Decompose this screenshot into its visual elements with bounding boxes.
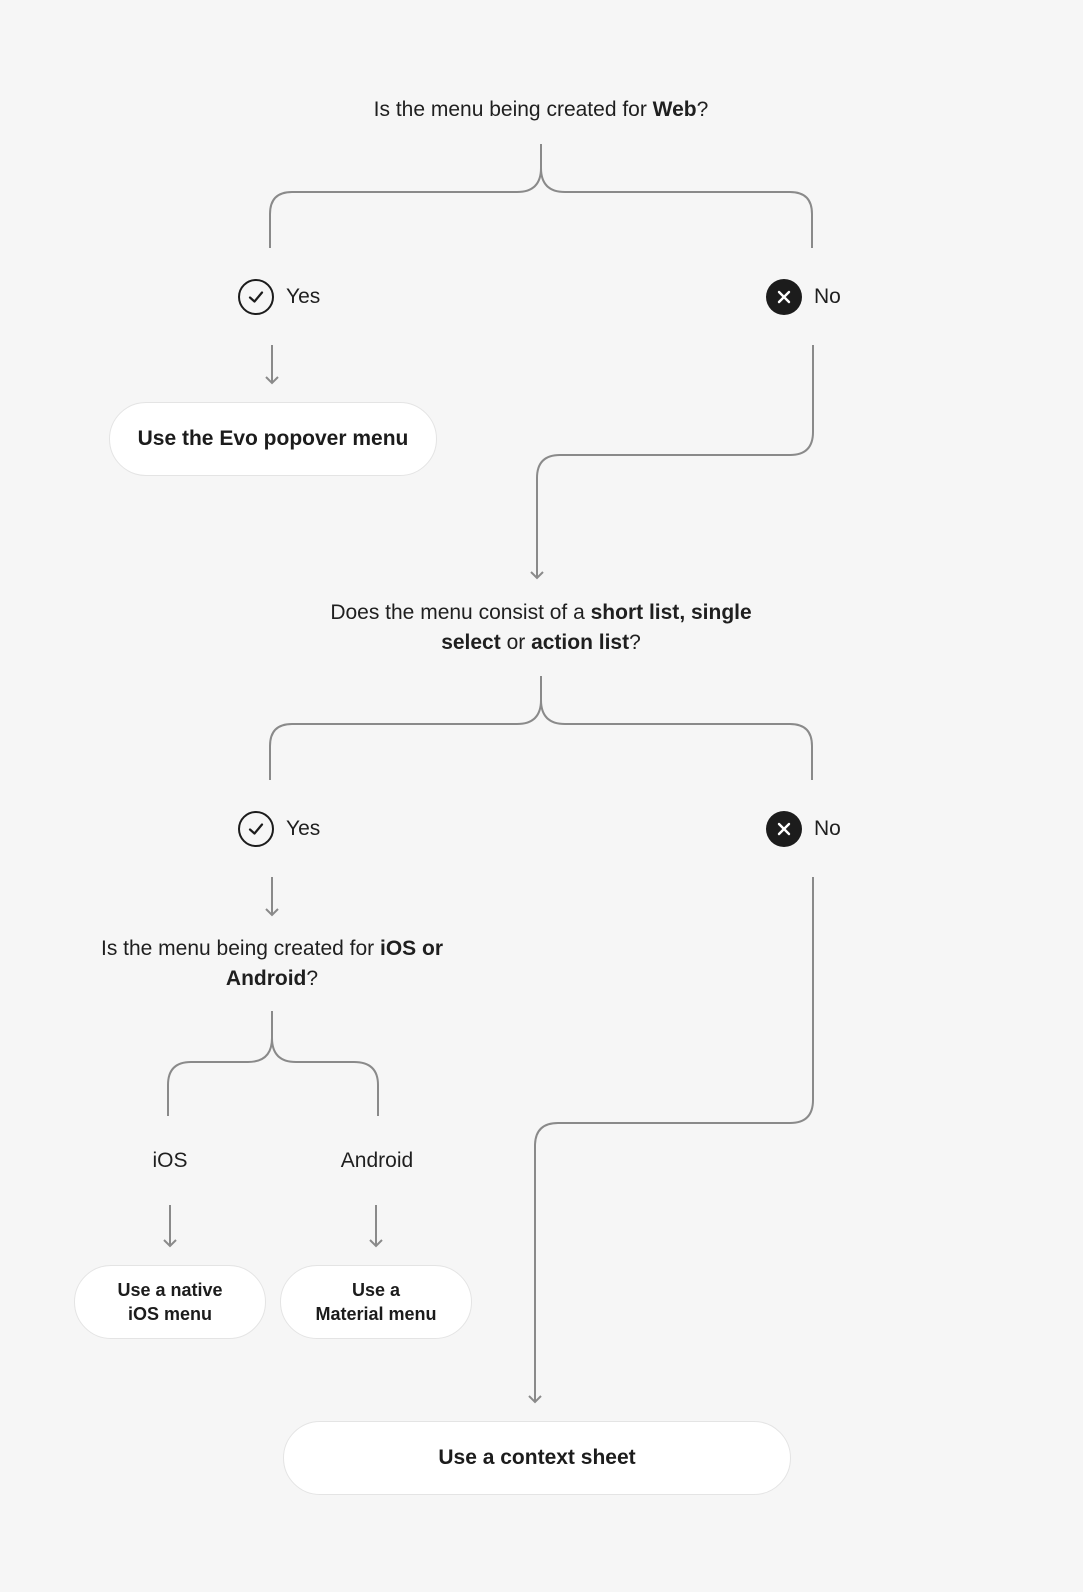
- question-list-mark: ?: [629, 631, 641, 654]
- x-circle-icon: [766, 279, 802, 315]
- outcome-evo-popover-menu: Use the Evo popover menu: [109, 402, 437, 476]
- question-list-text: Does the menu consist of a: [330, 601, 591, 624]
- question-web-mark: ?: [696, 98, 709, 121]
- question-list-bold-1: short list: [590, 601, 680, 624]
- answer-no-label: No: [814, 817, 841, 840]
- answer-no-list: No: [766, 811, 841, 847]
- question-web-bold: Web: [652, 98, 697, 121]
- x-circle-icon: [766, 811, 802, 847]
- platform-android-label: Android: [340, 1149, 414, 1172]
- question-list-bold-2: single select: [441, 601, 752, 654]
- question-list-sep: ,: [679, 601, 691, 624]
- platform-ios-label: iOS: [152, 1149, 188, 1172]
- check-circle-icon: [238, 811, 274, 847]
- question-list-type: Does the menu consist of a short list, s…: [311, 598, 771, 658]
- check-circle-icon: [238, 279, 274, 315]
- outcome-material-menu: Use a Material menu: [280, 1265, 472, 1339]
- question-platform-mark: ?: [306, 967, 319, 990]
- question-web: Is the menu being created for Web?: [291, 95, 791, 125]
- question-platform-text: Is the menu being created for: [100, 937, 380, 960]
- answer-no-label: No: [814, 285, 841, 308]
- answer-yes-label: Yes: [286, 285, 321, 308]
- outcome-native-ios-menu: Use a native iOS menu: [74, 1265, 266, 1339]
- answer-yes-list: Yes: [238, 811, 320, 847]
- question-list-bold-3: action list: [531, 631, 630, 654]
- answer-no-web: No: [766, 279, 841, 315]
- question-platform-bold: iOS or Android: [225, 937, 443, 990]
- question-web-text: Is the menu being created for: [373, 98, 653, 121]
- outcome-context-sheet: Use a context sheet: [283, 1421, 791, 1495]
- question-list-or: or: [500, 631, 532, 654]
- question-platform: Is the menu being created for iOS or And…: [82, 934, 462, 994]
- answer-yes-web: Yes: [238, 279, 320, 315]
- answer-yes-label: Yes: [286, 817, 321, 840]
